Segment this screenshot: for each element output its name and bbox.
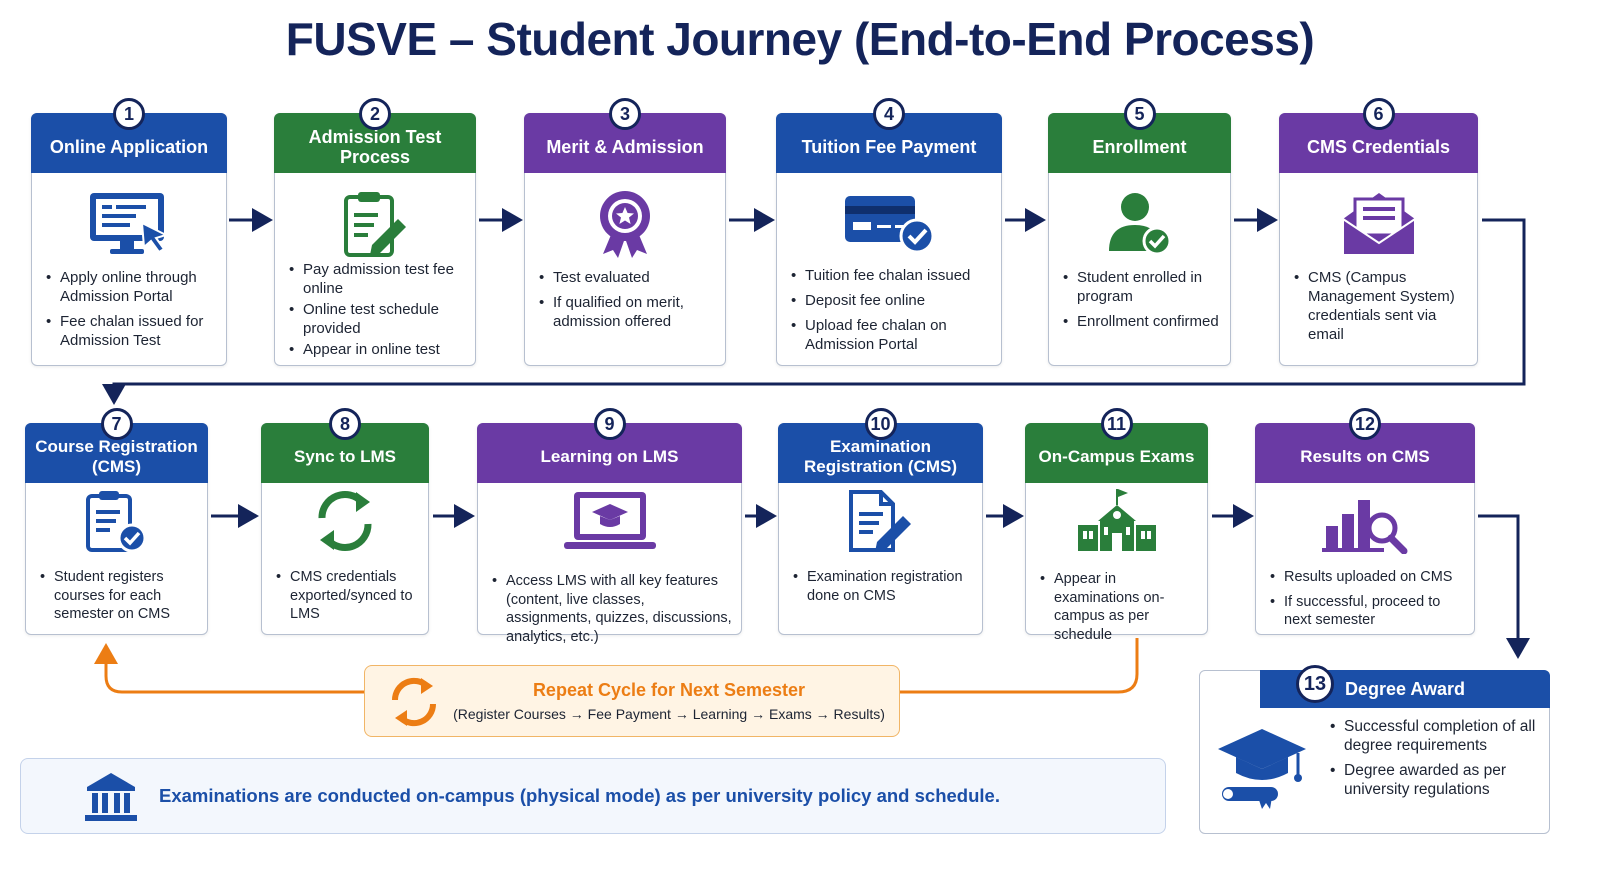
step-sync-to-lms: 8 Sync to LMS CMS credentials exported/s… — [261, 408, 429, 635]
step-degree-award: Degree Award 13 Successful completion of… — [1199, 665, 1550, 834]
step-bullet: Student enrolled in program — [1063, 268, 1222, 306]
step-number-badge: 8 — [329, 408, 361, 440]
step-bullet: Successful completion of all degree requ… — [1330, 717, 1541, 755]
step-bullet: Apply online through Admission Portal — [46, 268, 218, 306]
step-bullet: Upload fee chalan on Admission Portal — [791, 316, 993, 354]
step-examination-registration: 10 Examination Registration (CMS) Examin… — [778, 408, 983, 635]
repeat-cycle-box: Repeat Cycle for Next Semester (Register… — [364, 665, 900, 737]
step-title: Merit & Admission — [524, 113, 726, 173]
step-bullet: Appear in online test — [289, 340, 467, 359]
step-cms-credentials: 6 CMS Credentials CMS (Campus Management… — [1279, 98, 1478, 366]
repeat-cycle-subtitle: (Register Courses → Fee Payment → Learni… — [453, 706, 885, 722]
step-bullet: Tuition fee chalan issued — [791, 266, 993, 285]
step-on-campus-exams: 11 On-Campus Exams Appear in examination… — [1025, 408, 1208, 643]
step-bullet: If successful, proceed to next semester — [1270, 593, 1466, 630]
graduation-cap-diploma-icon — [1214, 723, 1310, 814]
refresh-cycle-icon — [387, 676, 441, 733]
step-title: Learning on LMS — [477, 423, 742, 483]
bar-chart-magnifier-icon — [1256, 486, 1474, 556]
step-results-on-cms: 12 Results on CMS Results uploaded on CM… — [1255, 408, 1475, 635]
award-ribbon-icon — [525, 184, 725, 264]
step-bullet: Fee chalan issued for Admission Test — [46, 312, 218, 350]
repeat-loop-left — [94, 643, 364, 694]
step-bullet: Student registers courses for each semes… — [40, 568, 199, 624]
step-number-badge: 3 — [609, 98, 641, 130]
step-bullet: CMS (Campus Management System) credentia… — [1294, 268, 1469, 344]
credit-card-check-icon — [777, 184, 1001, 264]
step-number-badge: 10 — [864, 408, 897, 440]
step-bullet: Access LMS with all key features (conten… — [492, 572, 733, 646]
envelope-icon — [1280, 184, 1477, 264]
step-bullet: Test evaluated — [539, 268, 717, 287]
arrow-6-7 — [102, 218, 1526, 405]
step-number-badge: 2 — [359, 98, 391, 130]
step-number-badge: 4 — [873, 98, 905, 130]
step-title: Results on CMS — [1255, 423, 1475, 483]
step-bullet: Deposit fee online — [791, 291, 993, 310]
step-bullet: CMS credentials exported/synced to LMS — [276, 568, 420, 624]
step-bullet: Pay admission test fee online — [289, 260, 467, 298]
university-building-icon — [83, 771, 139, 828]
step-bullet: Results uploaded on CMS — [1270, 568, 1466, 587]
step-bullet: If qualified on merit, admission offered — [539, 293, 717, 331]
exam-policy-note: Examinations are conducted on-campus (ph… — [20, 758, 1166, 834]
school-building-icon — [1026, 486, 1207, 556]
step-number-badge: 11 — [1100, 408, 1133, 440]
laptop-graduation-cap-icon — [478, 486, 741, 556]
step-number-badge: 9 — [593, 408, 626, 440]
clipboard-check-icon — [26, 486, 207, 556]
step-learning-on-lms: 9 Learning on LMS Access LMS with all ke… — [477, 408, 742, 645]
user-check-icon — [1049, 184, 1230, 264]
step-admission-test-process: 2 Admission Test Process Pay admission t… — [274, 98, 476, 366]
step-merit-admission: 3 Merit & Admission Test evaluated If qu… — [524, 98, 726, 366]
step-number-badge: 13 — [1296, 665, 1334, 703]
step-enrollment: 5 Enrollment Student enrolled in program… — [1048, 98, 1231, 366]
step-bullet: Examination registration done on CMS — [793, 568, 974, 605]
step-bullet: Degree awarded as per university regulat… — [1330, 761, 1541, 799]
step-number-badge: 6 — [1362, 98, 1395, 130]
step-bullet: Enrollment confirmed — [1063, 312, 1222, 331]
step-number-badge: 5 — [1123, 98, 1156, 130]
sync-icon — [262, 486, 428, 556]
step-online-application: 1 Online Application Apply online throug… — [31, 98, 227, 366]
clipboard-pencil-icon — [275, 184, 475, 264]
step-number-badge: 12 — [1349, 408, 1381, 440]
step-tuition-fee-payment: 4 Tuition Fee Payment Tuition fee chalan… — [776, 98, 1002, 366]
step-course-registration: 7 Course Registration (CMS) Student regi… — [25, 408, 208, 635]
document-pencil-icon — [779, 486, 982, 556]
computer-cursor-icon — [32, 184, 226, 264]
page-title: FUSVE – Student Journey (End-to-End Proc… — [285, 13, 1315, 65]
step-number-badge: 7 — [100, 408, 133, 440]
step-bullet: Appear in examinations on-campus as per … — [1040, 570, 1199, 644]
arrow-12-13 — [1478, 514, 1530, 659]
repeat-loop-right — [900, 638, 1139, 694]
step-bullet: Online test schedule provided — [289, 300, 467, 338]
exam-policy-text: Examinations are conducted on-campus (ph… — [159, 785, 1000, 806]
repeat-cycle-title: Repeat Cycle for Next Semester — [532, 680, 806, 700]
step-number-badge: 1 — [113, 98, 145, 130]
